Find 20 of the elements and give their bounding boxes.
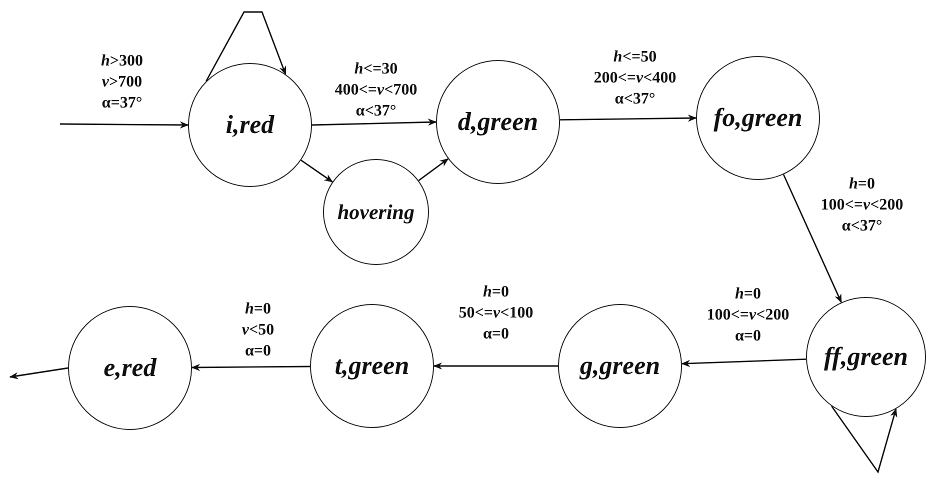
- state-label: i,red: [226, 110, 274, 140]
- arrow: [9, 367, 68, 380]
- arrow: [300, 160, 334, 182]
- state-label: hovering: [337, 200, 414, 224]
- arrow: [560, 114, 697, 122]
- arrow: [312, 118, 437, 126]
- arrow: [831, 406, 898, 474]
- arrow: [782, 174, 842, 304]
- state-label: g,green: [580, 351, 660, 381]
- state-label: t,green: [334, 351, 410, 381]
- arrow: [191, 364, 310, 372]
- state-label: fo,green: [714, 103, 802, 133]
- state-label: e,red: [104, 353, 156, 383]
- arrow: [433, 362, 558, 370]
- state-label: ff,green: [824, 342, 908, 372]
- arrow: [60, 121, 189, 129]
- arrow: [206, 11, 286, 82]
- arrow: [681, 358, 806, 368]
- arrow: [418, 158, 449, 182]
- state-label: d,green: [458, 107, 538, 137]
